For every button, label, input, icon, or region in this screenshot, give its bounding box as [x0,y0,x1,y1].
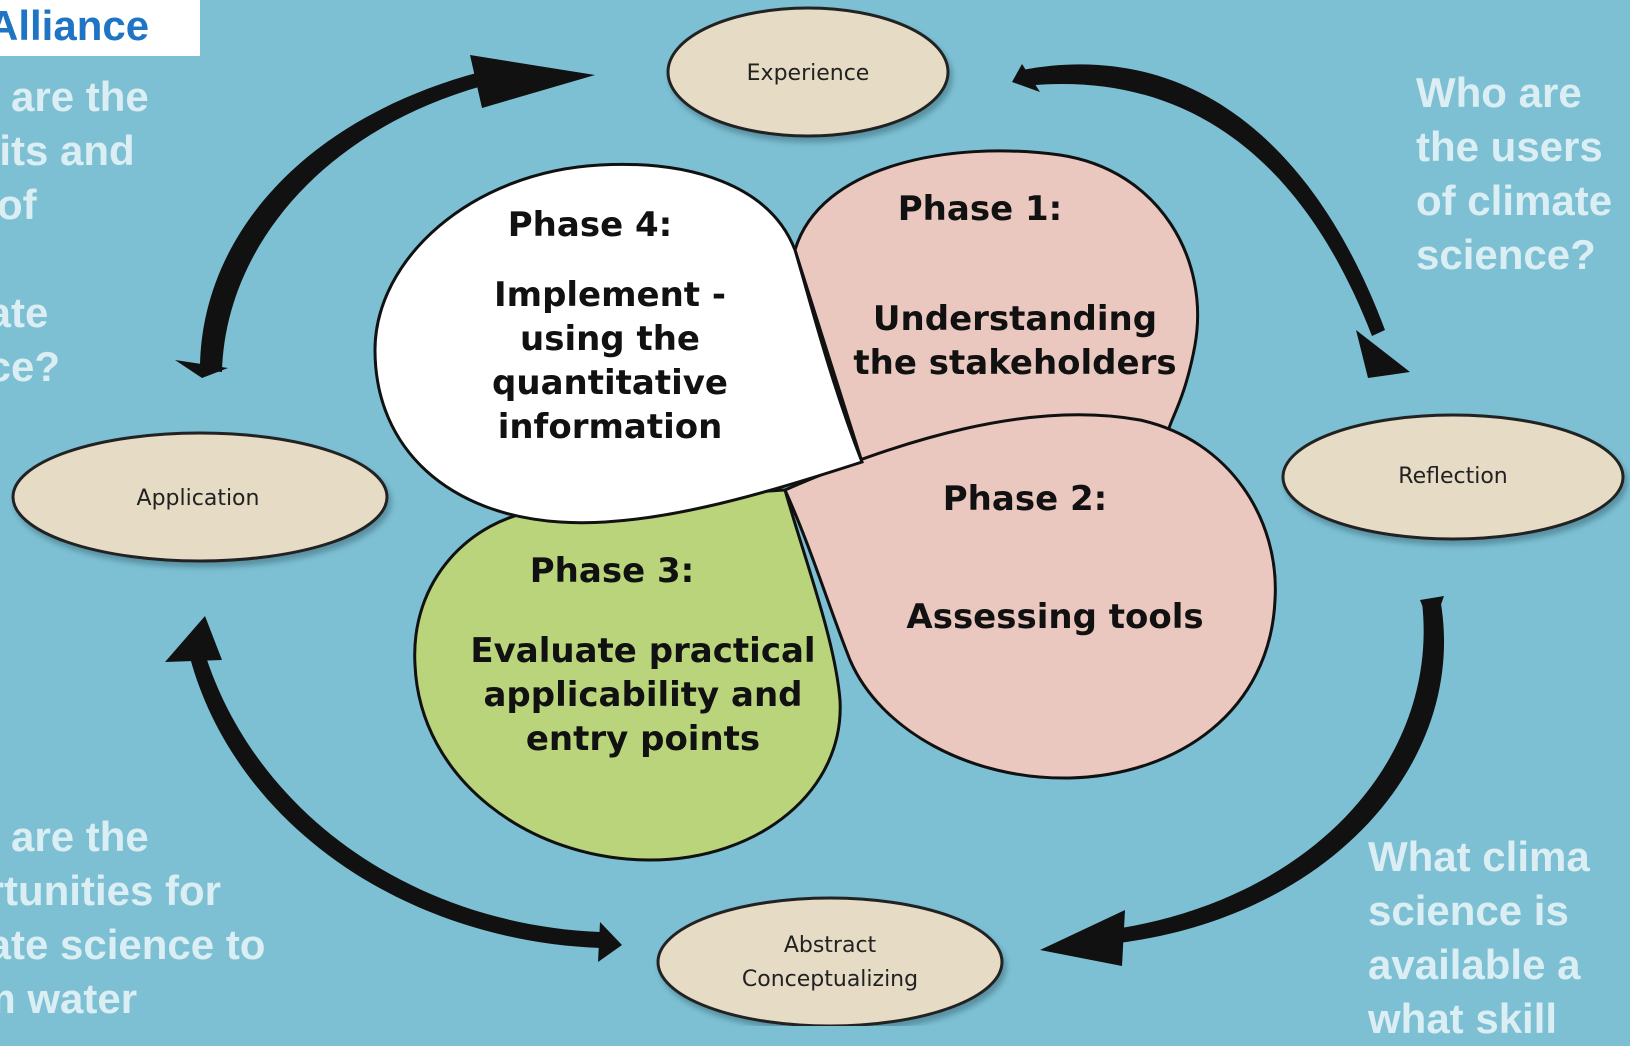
question-line: nce? [0,343,61,390]
phase-1-body: the stakeholders [853,343,1176,383]
abstract-oval [656,896,1004,1026]
experience-oval [666,6,950,138]
alliance-logo: Alliance [0,0,200,56]
stage-experience: Experience [666,6,950,138]
phase-2-body: Assessing tools [906,597,1203,637]
reflection-oval [1281,413,1625,541]
question-line: ortunities for [0,867,221,914]
question-line: Who are [1416,69,1582,116]
cycle-arrows [165,55,1445,966]
phase-4-body: information [498,407,723,447]
question-top-right: Who are the users of climate science? [1416,66,1612,282]
question-line: at are the [0,813,149,860]
stage-label: Conceptualizing [742,967,918,992]
phase-1-petal: Phase 1: Understanding the stakeholders [793,149,1200,464]
question-line: the users [1416,123,1603,170]
stage-label: Experience [747,61,870,86]
stage-label: Application [137,486,260,511]
question-line: rm water [0,975,138,1022]
phase-2-shape [783,413,1277,780]
stage-abstract-conceptualizing: Abstract Conceptualizing [656,896,1004,1026]
arrow-reflection-to-abstract-icon [1040,596,1445,966]
phase-3-body: entry points [526,719,760,759]
phase-1-body: Understanding [873,299,1157,339]
phase-2-title: Phase 2: [943,479,1107,519]
arrow-experience-to-reflection-icon [1012,64,1410,378]
question-line: of climate [1416,177,1613,224]
stage-label: Reflection [1398,464,1507,489]
question-line: science is [1368,887,1569,934]
arrow-abstract-to-application-icon [165,616,622,962]
phase-4-body: quantitative [492,363,728,403]
phase-4-body: Implement - [494,275,726,315]
arrow-application-to-experience-icon [175,55,595,378]
phase-4-shape [373,162,864,525]
question-bottom-right: What clima science is available a what s… [1368,830,1590,1046]
phase-4-petal: Phase 4: Implement - using the quantitat… [373,162,864,525]
stage-reflection: Reflection [1281,413,1625,541]
application-oval [11,431,389,563]
question-line: What clima [1368,833,1590,880]
question-line: available a [1368,941,1581,988]
question-line: nate [0,289,49,336]
phase-3-title: Phase 3: [530,551,694,591]
question-line: efits and [0,127,135,174]
phase-3-body: Evaluate practical [470,631,815,671]
stage-label: Abstract [784,933,877,958]
stage-application: Application [11,431,389,563]
logo-text: Alliance [0,2,150,49]
phase-1-title: Phase 1: [898,189,1062,229]
phase-4-title: Phase 4: [508,205,672,245]
question-line: at are the [0,73,149,120]
question-top-left: at are the efits and s of g nate nce? [0,70,149,394]
question-bottom-left: at are the ortunities for nate science t… [0,810,265,1026]
phase-4-body: using the [520,319,700,359]
phase-3-body: applicability and [483,675,802,715]
question-line: science? [1416,231,1596,278]
phase-2-petal: Phase 2: Assessing tools [783,413,1277,780]
question-line: nate science to [0,921,266,968]
question-line: s of [0,181,37,228]
phase-3-petal: Phase 3: Evaluate practical applicabilit… [413,488,842,862]
